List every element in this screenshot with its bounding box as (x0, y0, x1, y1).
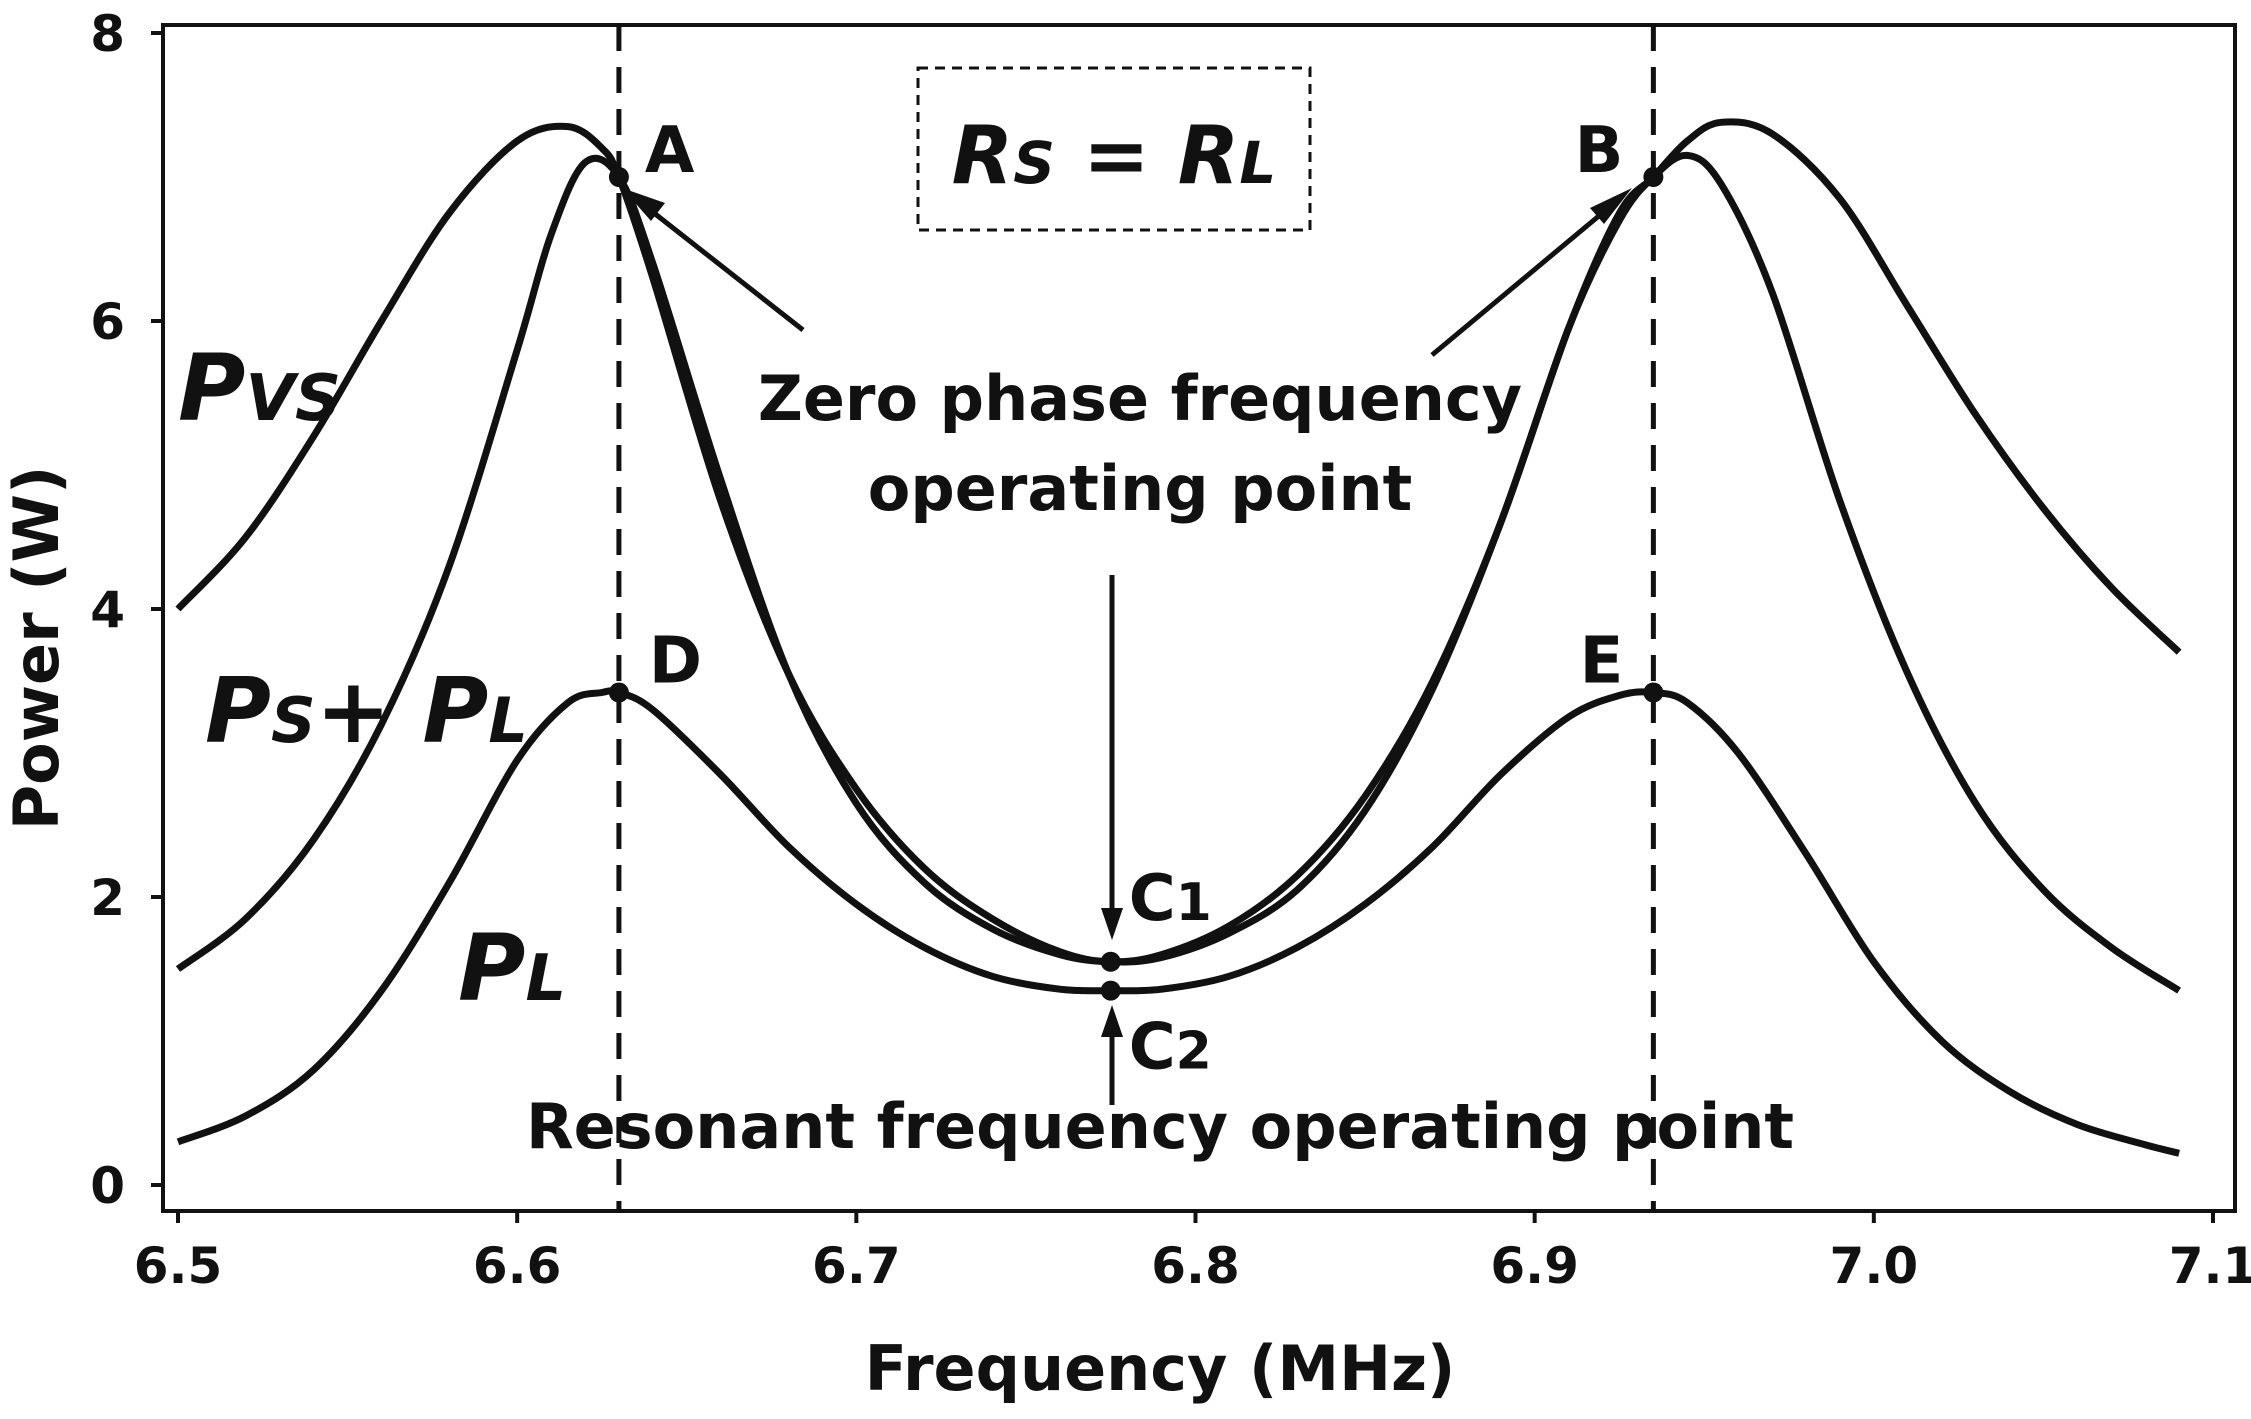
pvs-sub: VS (245, 362, 341, 436)
point-label-a: A (645, 114, 695, 188)
x-tick-label: 6.5 (134, 1237, 223, 1295)
point-label-d: D (649, 625, 702, 699)
arrow-to-a-head (622, 188, 665, 221)
y-tick-label: 8 (90, 5, 125, 63)
x-tick-label: 6.9 (1490, 1237, 1579, 1295)
x-tick-label: 6.8 (1151, 1237, 1240, 1295)
arrow-to-b-head (1590, 188, 1632, 224)
x-tick-label: 7.0 (1830, 1237, 1919, 1295)
eq-left: R (952, 109, 1014, 202)
plot-frame (161, 23, 2237, 1213)
point-a (608, 167, 629, 187)
pvs-main: P (178, 335, 245, 442)
ps-sub: S (271, 684, 316, 757)
arrow-to-b (1430, 203, 1614, 357)
y-tick-label: 0 (90, 1157, 125, 1215)
ps-plus: + (316, 659, 423, 764)
vertical-markers (616, 25, 1656, 1211)
x-tick-label: 6.7 (812, 1237, 901, 1295)
x-axis-label: Frequency (MHz) (865, 1332, 1456, 1405)
pl-label-sub: L (525, 942, 566, 1016)
point-c1 (1100, 951, 1121, 972)
zero-phase-annotation-line2: operating point (868, 452, 1412, 525)
pl-sub: L (488, 684, 528, 757)
point-label-c1: C1 (1129, 862, 1212, 936)
equation-box (916, 66, 1312, 232)
series-curves (175, 118, 2182, 1157)
arrow-to-a (638, 200, 805, 332)
eq-right: R (1178, 109, 1240, 202)
x-axis-ticks: 6.5 6.6 6.7 6.8 6.9 7.0 7.1 (134, 1211, 2251, 1295)
series-line-1 (175, 151, 2181, 994)
resonant-annotation: Resonant frequency operating point (526, 1090, 1794, 1163)
eq-right-sub: L (1239, 129, 1276, 197)
point-label-c2: C2 (1129, 1011, 1212, 1085)
series-label-pvs: PVS (178, 335, 341, 442)
x-tick-label: 7.1 (2169, 1237, 2251, 1295)
eq-sign: = (1055, 109, 1178, 202)
point-label-e: E (1580, 625, 1624, 699)
arrow-to-c1-head (1101, 908, 1123, 940)
arrows (622, 188, 1632, 1105)
series-label-ps-pl: PS+ PL (205, 659, 528, 764)
point-d (608, 682, 629, 703)
pl-label-main: P (458, 915, 525, 1022)
point-e (1643, 682, 1664, 703)
series-line-2 (176, 687, 2180, 1157)
zero-phase-annotation-line1: Zero phase frequency (758, 362, 1522, 435)
y-tick-label: 6 (90, 293, 125, 351)
eq-left-sub: S (1013, 129, 1055, 197)
y-axis-label: Power (W) (0, 466, 73, 831)
y-axis-ticks: 0 2 4 6 8 (90, 5, 163, 1215)
arrow-to-c2-head (1101, 1005, 1123, 1037)
ps-main: P (205, 659, 271, 764)
pl-main: P (422, 659, 488, 764)
y-tick-label: 4 (90, 581, 125, 639)
x-tick-label: 6.6 (473, 1237, 562, 1295)
point-b (1643, 167, 1664, 187)
series-label-pl: PL (458, 915, 566, 1022)
point-c2 (1100, 980, 1121, 1001)
y-tick-label: 2 (90, 869, 125, 927)
point-label-b: B (1575, 114, 1624, 188)
equation-label: RS = RL (952, 109, 1277, 202)
